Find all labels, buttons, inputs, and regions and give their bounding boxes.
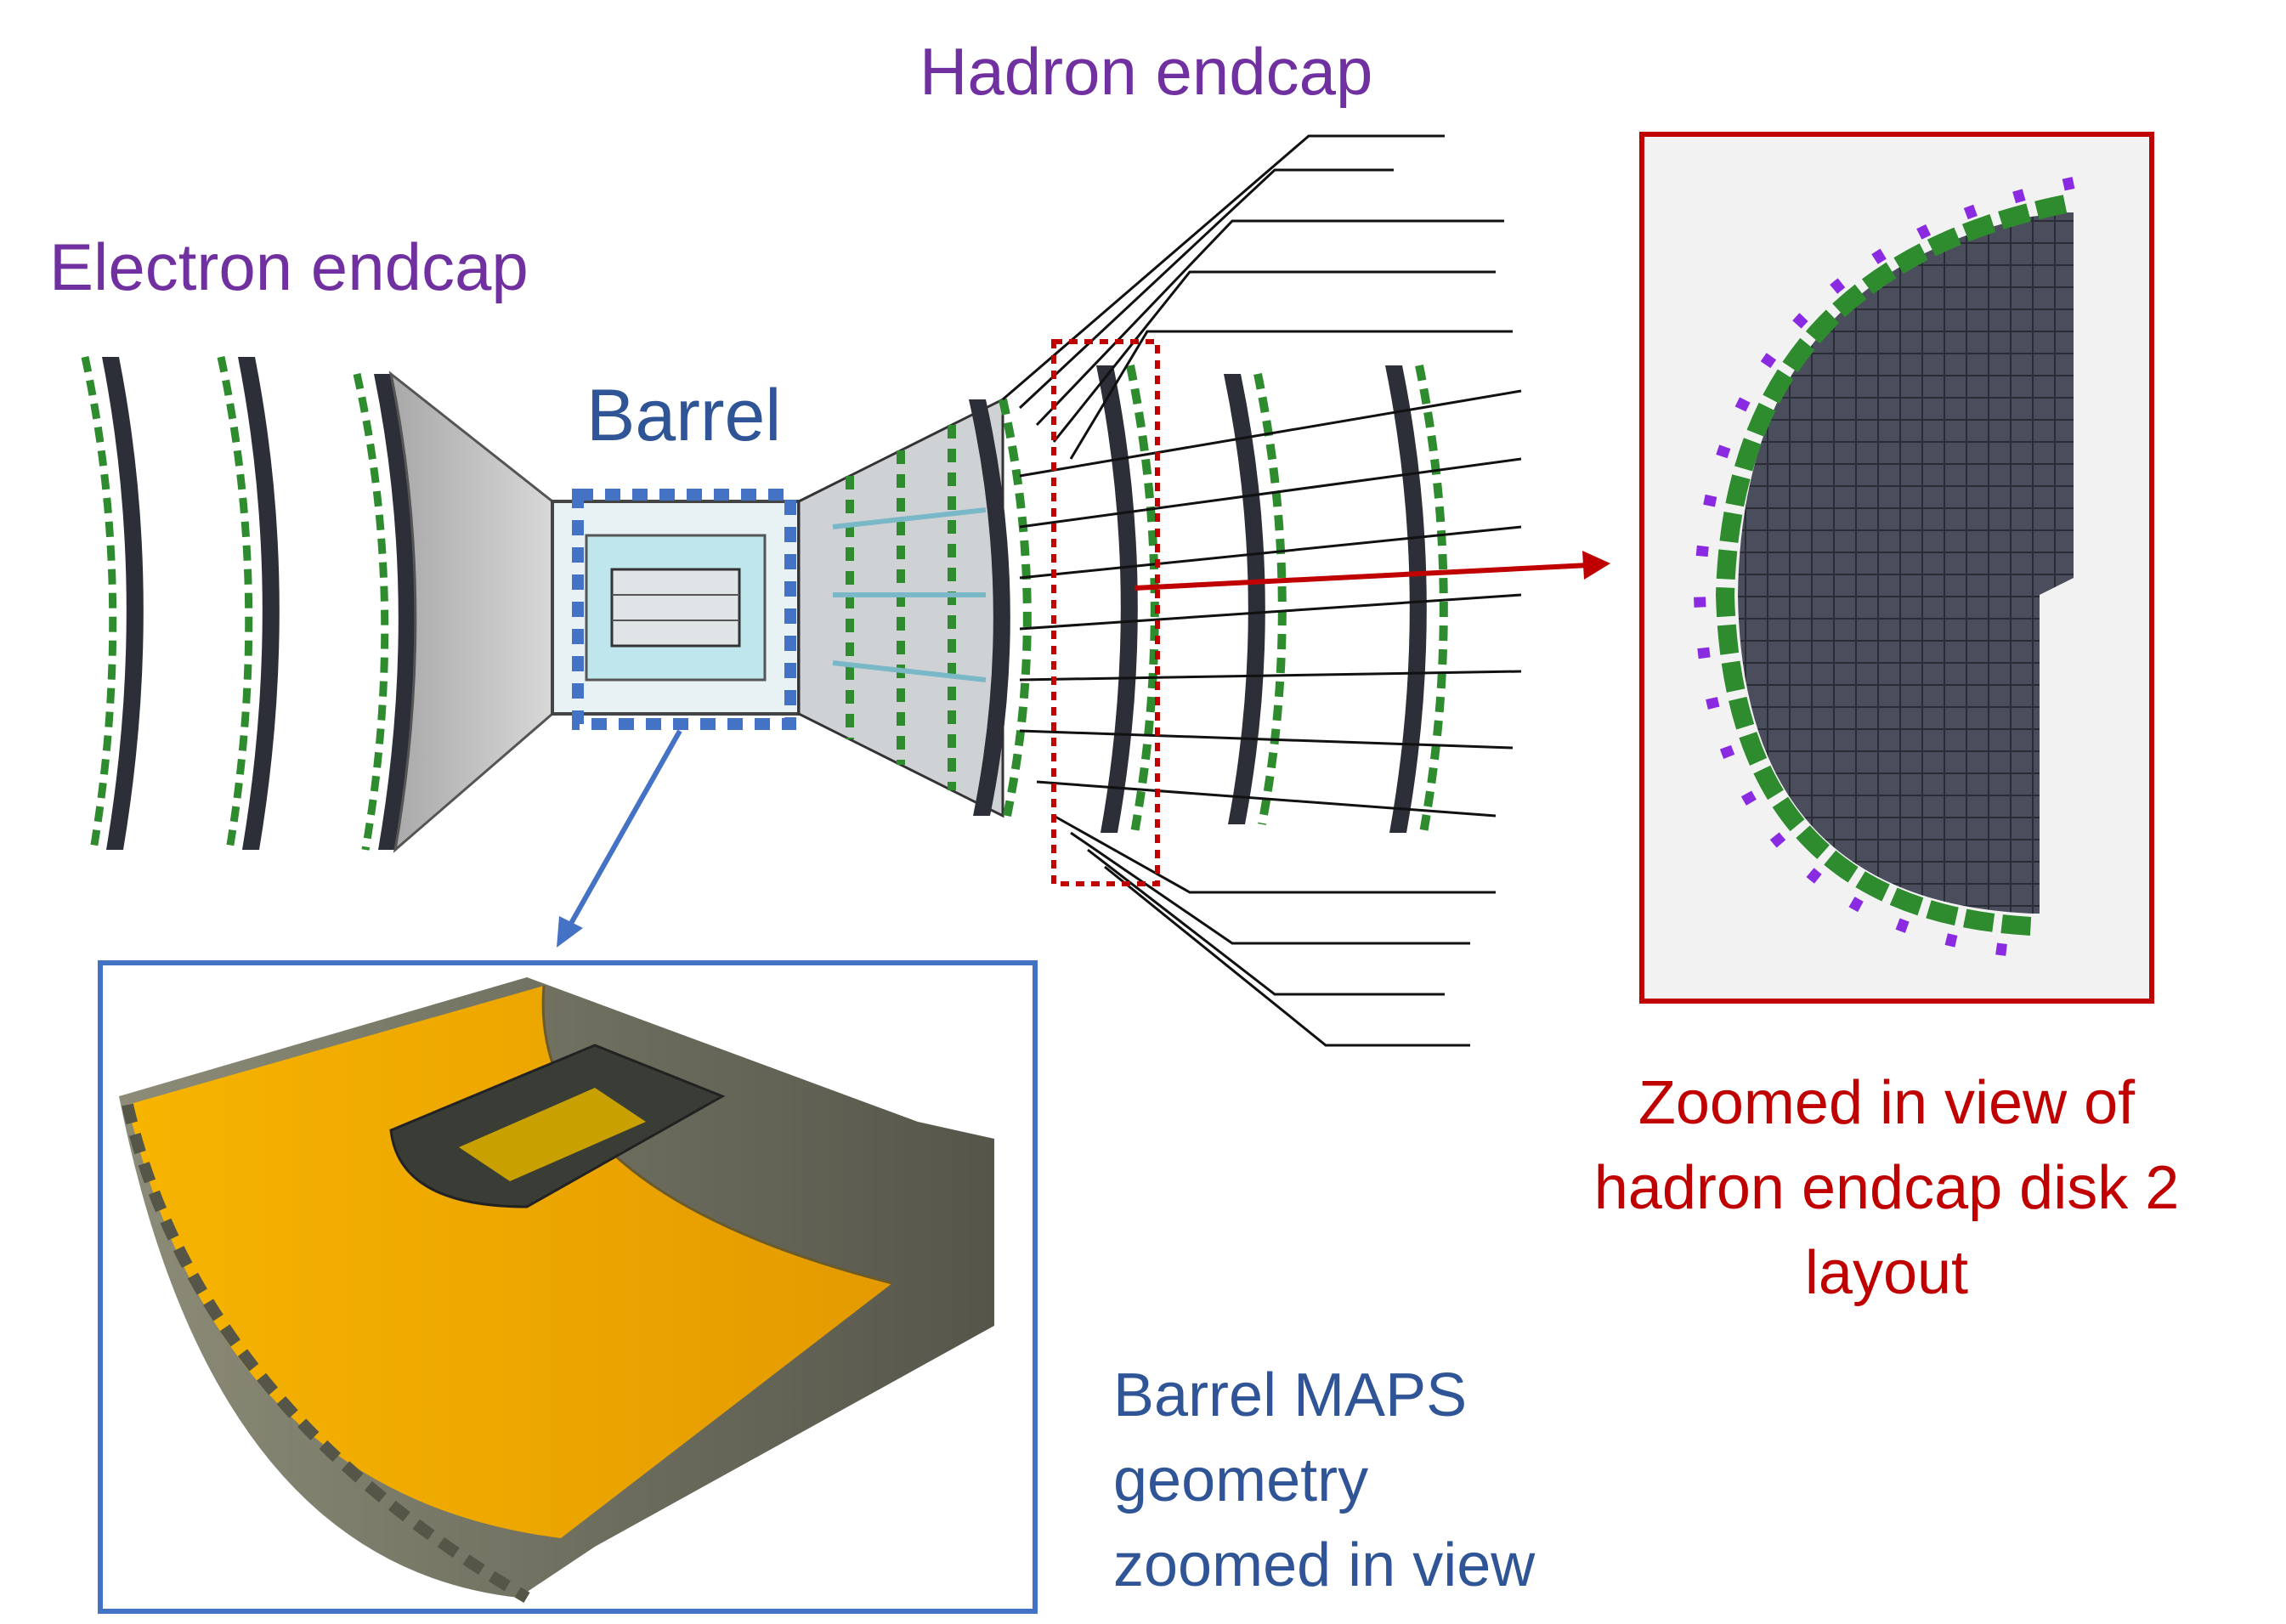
electron-endcap-label: Electron endcap	[49, 229, 529, 304]
hadron-endcap-disk-3	[1224, 372, 1287, 825]
endcap-zoom-caption-line-3: layout	[1804, 1239, 1969, 1307]
barrel-zoom-caption-line-3: zoomed in view	[1113, 1531, 1536, 1599]
zoom-arrow-blue	[557, 729, 682, 948]
endcap-zoom-caption: Zoomed in view of hadron endcap disk 2 l…	[1538, 1061, 2235, 1316]
hadron-endcap-disk-2	[1096, 365, 1159, 834]
electron-endcap-disk-1	[81, 356, 144, 851]
hadron-endcap-label: Hadron endcap	[919, 34, 1373, 109]
electron-endcap-disk-3	[353, 371, 554, 853]
endcap-zoom-caption-line-1: Zoomed in view of	[1638, 1069, 2136, 1137]
endcap-zoom-caption-line-2: hadron endcap disk 2	[1593, 1154, 2180, 1222]
zoom-arrow-red	[1134, 551, 1610, 591]
barrel-zoom-caption-line-2: geometry	[1113, 1446, 1369, 1514]
barrel-zoom-caption-line-1: Barrel MAPS	[1113, 1361, 1468, 1429]
service-cables	[1002, 134, 1522, 1047]
hadron-endcap-disk-1	[969, 398, 1032, 817]
hadron-endcap-cone	[797, 397, 1004, 818]
barrel-zoom-caption: Barrel MAPS geometry zoomed in view	[1113, 1353, 1535, 1608]
barrel-maps-geometry	[119, 977, 994, 1604]
hadron-endcap-disk-4	[1385, 365, 1448, 834]
barrel-label: Barrel	[586, 375, 782, 456]
endcap-disk-layout	[1693, 177, 2075, 958]
electron-endcap-disk-2	[217, 356, 280, 851]
barrel-detector	[551, 500, 801, 716]
disk2-highlight-box	[1051, 339, 1160, 886]
barrel-highlight-box	[572, 489, 796, 730]
